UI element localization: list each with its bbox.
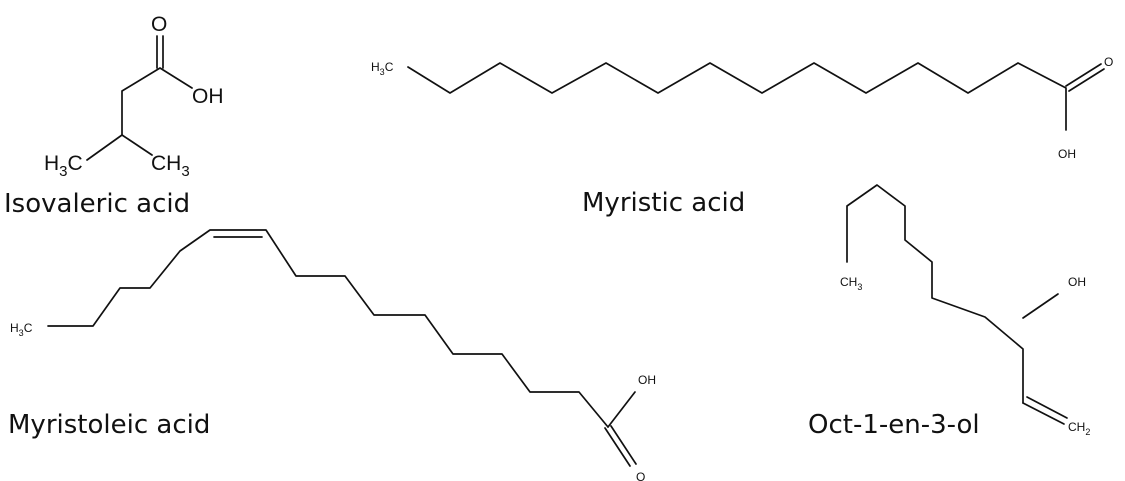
octenol-hydroxyl-label: OH — [1068, 275, 1086, 289]
myristic-methyl-label: H3C — [371, 60, 394, 77]
isovaleric-acid-structure: O OH H3C CH3 Isovaleric acid — [4, 13, 224, 219]
octenol-methyl-label: CH3 — [840, 275, 862, 292]
isovaleric-methyl-right-label: CH3 — [151, 152, 190, 180]
myristoleic-carbonyl-double-bond — [604, 425, 637, 467]
myristoleic-hydroxyl-bond — [607, 391, 636, 428]
oct-1-en-3-ol-structure: CH3 OH CH2 Oct-1-en-3-ol — [808, 184, 1090, 440]
myristic-chain-bonds — [407, 62, 1067, 131]
isovaleric-hydroxyl-label: OH — [192, 85, 224, 108]
myristic-oxygen-label: O — [1104, 55, 1113, 69]
isovaleric-acid-caption: Isovaleric acid — [4, 189, 190, 219]
myristic-hydroxyl-label: OH — [1058, 147, 1076, 161]
octenol-hydroxyl-bond — [1022, 293, 1059, 319]
octenol-vinyl-double-bond — [1022, 396, 1068, 425]
isovaleric-chain-bonds — [86, 67, 193, 161]
myristoleic-chain-bonds — [47, 229, 609, 428]
isovaleric-carbonyl-double-bond — [156, 35, 164, 69]
myristic-carbonyl-double-bond — [1065, 63, 1105, 92]
myristic-acid-structure: H3C O OH Myristic acid — [371, 55, 1113, 218]
octenol-methylene-label: CH2 — [1068, 420, 1090, 437]
myristoleic-methyl-label: H3C — [10, 321, 33, 338]
oct-1-en-3-ol-caption: Oct-1-en-3-ol — [808, 410, 980, 440]
isovaleric-oxygen-label: O — [151, 13, 167, 36]
octenol-chain-bonds — [846, 184, 1024, 404]
myristoleic-acid-caption: Myristoleic acid — [8, 410, 210, 440]
myristoleic-oxygen-label: O — [636, 470, 645, 481]
myristoleic-hydroxyl-label: OH — [638, 373, 656, 387]
isovaleric-methyl-left-label: H3C — [44, 152, 83, 180]
myristic-acid-caption: Myristic acid — [582, 188, 745, 218]
myristoleic-acid-structure: H3C OH O Myristoleic acid — [8, 229, 656, 481]
isovaleric-methyl-bond — [121, 134, 153, 156]
